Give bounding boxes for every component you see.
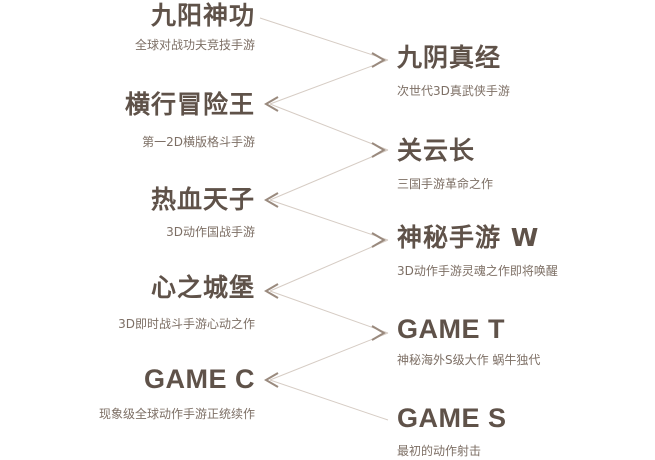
- chevron-left-icon: [264, 283, 279, 299]
- connector-line: [269, 199, 389, 241]
- left-game-title: 心之城堡: [150, 273, 255, 302]
- right-game-title: GAME S: [397, 403, 507, 433]
- connector-line: [269, 103, 389, 151]
- left-game-title: 热血天子: [150, 185, 255, 214]
- left-game-desc: 全球对战功夫竞技手游: [134, 38, 255, 52]
- chevron-right-icon: [371, 52, 386, 68]
- left-game-desc: 现象级全球动作手游正统续作: [98, 407, 255, 421]
- right-game-desc: 次世代3D真武侠手游: [397, 84, 510, 98]
- right-game-desc: 3D动作手游灵魂之作即将唤醒: [397, 264, 558, 278]
- left-game-title: GAME C: [144, 364, 255, 394]
- chevron-right-icon: [371, 325, 386, 341]
- chevron-left-icon: [264, 192, 279, 208]
- connector-line: [269, 149, 389, 201]
- connector-line: [269, 59, 389, 105]
- right-game-title: 神秘手游 W: [397, 223, 540, 252]
- right-game-title: 关云长: [397, 136, 476, 165]
- connector-line: [269, 379, 389, 421]
- left-game-title: 九阳神功: [150, 1, 255, 30]
- right-game-desc: 神秘海外S级大作 蜗牛独代: [397, 353, 541, 367]
- chevron-left-icon: [264, 96, 279, 112]
- left-game-desc: 第一2D横版格斗手游: [142, 135, 255, 149]
- left-game-desc: 3D动作国战手游: [166, 225, 255, 239]
- left-game-desc: 3D即时战斗手游心动之作: [118, 317, 255, 331]
- right-game-title: GAME T: [397, 314, 505, 344]
- connector-line: [269, 290, 389, 334]
- connector-line: [269, 239, 389, 292]
- connector-line: [269, 332, 389, 381]
- left-game-title: 横行冒险王: [124, 90, 255, 119]
- chevron-right-icon: [371, 142, 386, 158]
- right-game-desc: 三国手游革命之作: [397, 177, 494, 191]
- chevron-right-icon: [371, 232, 386, 248]
- right-game-desc: 最初的动作射击: [397, 444, 482, 458]
- chevron-left-icon: [264, 372, 279, 388]
- right-game-title: 九阴真经: [397, 43, 502, 72]
- connector-line: [259, 17, 389, 61]
